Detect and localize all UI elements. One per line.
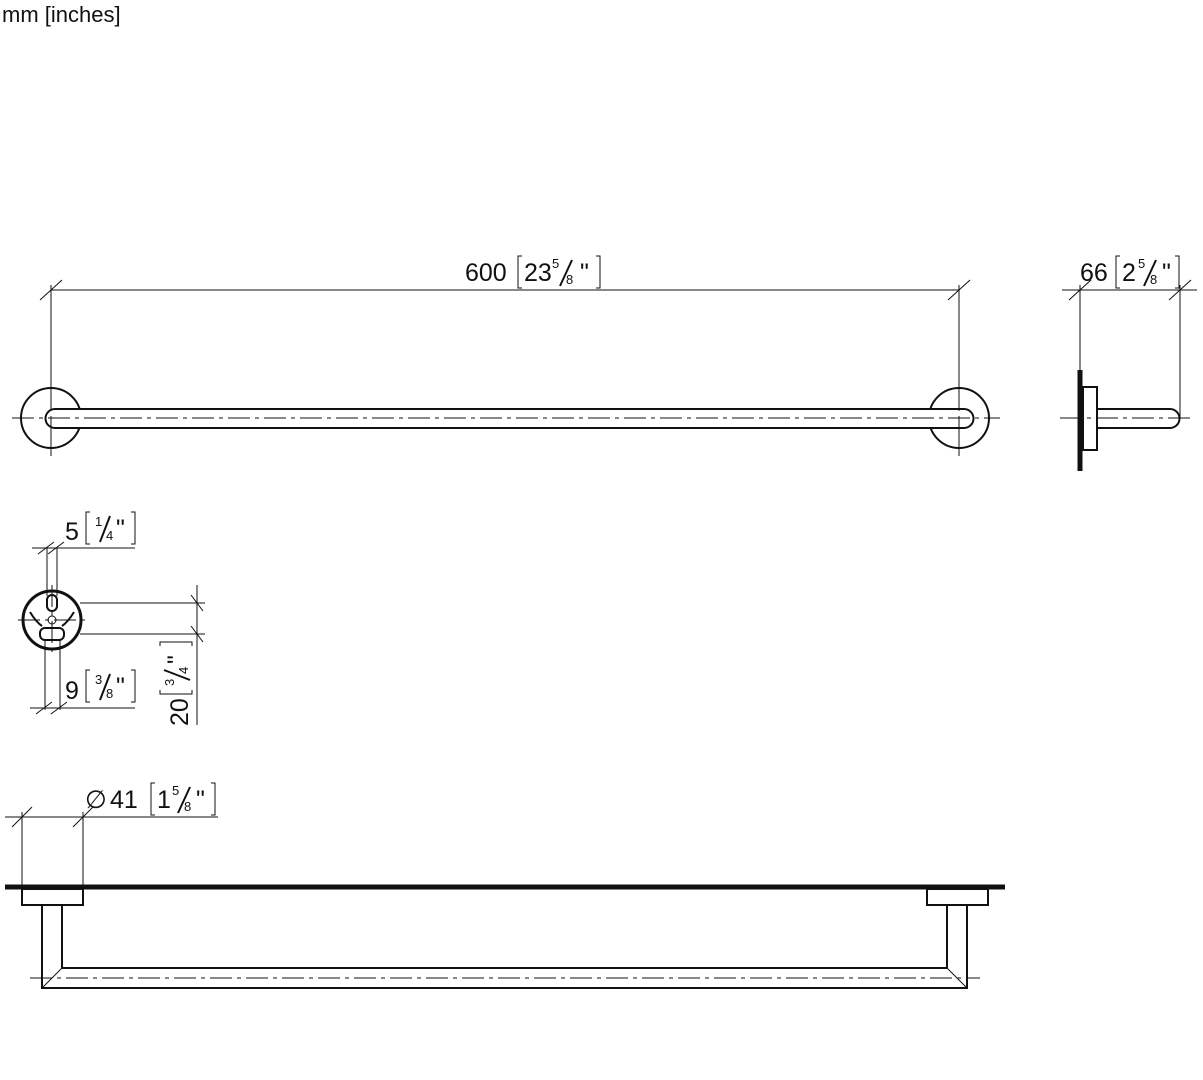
diameter-symbol: ∅ — [85, 786, 107, 814]
svg-text:": " — [580, 259, 589, 287]
dim-diameter-mm: 41 — [110, 786, 138, 814]
dim-length-in: 23 — [524, 259, 552, 287]
svg-text:": " — [116, 673, 125, 701]
dim-offset-bottom-mm: 9 — [65, 677, 79, 705]
side-view: 66 2 5 8 " — [1060, 255, 1197, 471]
svg-text:": " — [116, 515, 125, 543]
dim-projection-mm: 66 — [1080, 259, 1108, 287]
svg-text:5: 5 — [172, 783, 179, 798]
svg-text:5: 5 — [1138, 256, 1145, 271]
svg-text:": " — [1162, 259, 1171, 287]
dim-offset-top-mm: 5 — [65, 518, 79, 546]
svg-text:3: 3 — [162, 679, 177, 686]
svg-text:8: 8 — [106, 686, 113, 701]
units-label: mm [inches] — [2, 2, 121, 27]
svg-text:8: 8 — [184, 799, 191, 814]
top-view: ∅ 41 1 5 8 " — [5, 782, 1005, 989]
svg-text:1: 1 — [95, 514, 102, 529]
svg-text:3: 3 — [95, 672, 102, 687]
svg-text:8: 8 — [1150, 272, 1157, 287]
svg-text:5: 5 — [552, 256, 559, 271]
svg-text:1: 1 — [157, 786, 171, 814]
dim-length-mm: 600 — [465, 259, 507, 287]
mount-detail-view: 5 1 4 " 9 3 8 " 20 3 4 " — [18, 511, 205, 726]
svg-text:": " — [163, 655, 191, 664]
svg-text:8: 8 — [566, 272, 573, 287]
svg-text:2: 2 — [1122, 259, 1136, 287]
front-view: 600 23 5 8 " — [12, 255, 1000, 456]
dim-hole-spacing-mm: 20 — [166, 698, 194, 726]
svg-text:4: 4 — [106, 528, 113, 543]
svg-text:4: 4 — [176, 667, 191, 674]
svg-text:": " — [196, 786, 205, 814]
